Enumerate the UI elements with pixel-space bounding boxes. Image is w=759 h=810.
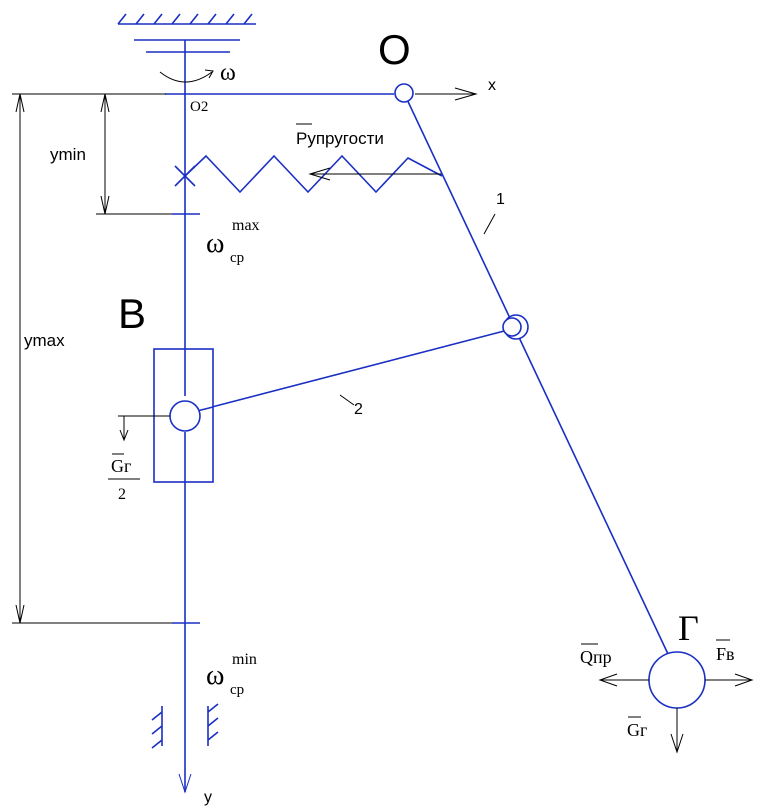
label-point-O: O bbox=[378, 26, 411, 73]
spring bbox=[174, 154, 443, 194]
label-omega-cp-min: ω bbox=[206, 660, 224, 691]
joint-link1-link2 bbox=[502, 314, 529, 340]
bottom-bearing bbox=[151, 703, 219, 749]
load-G bbox=[648, 651, 706, 709]
label-ymin: ymin bbox=[50, 145, 86, 164]
label-omega-cp-max: ω bbox=[206, 228, 224, 259]
joint-O bbox=[394, 83, 414, 103]
label-point-G: Г bbox=[678, 608, 699, 648]
label-link-2: 2 bbox=[354, 401, 363, 418]
label-slider-weight-den: 2 bbox=[118, 486, 126, 503]
label-slider-weight-num: Gг bbox=[111, 456, 131, 476]
joint-B bbox=[169, 400, 201, 432]
label-force-Q: Qпр bbox=[580, 647, 612, 667]
link-2 bbox=[184, 329, 509, 415]
label-y-axis: y bbox=[204, 789, 212, 806]
label-spring-force: Pупругости bbox=[296, 129, 384, 148]
label-omega-cp-max-sup: max bbox=[232, 217, 260, 234]
label-link-1: 1 bbox=[496, 191, 505, 208]
label-x-axis: x bbox=[488, 77, 496, 94]
label-omega-cp-min-sub: ср bbox=[230, 682, 244, 698]
label-omega-cp-max-sub: ср bbox=[230, 250, 244, 266]
label-omega-cp-min-sup: min bbox=[232, 651, 257, 668]
link-1 bbox=[403, 92, 669, 655]
label-omega: ω bbox=[220, 60, 236, 86]
top-ground-support bbox=[117, 13, 256, 53]
label-ymax: ymax bbox=[24, 331, 65, 350]
label-force-F: Fв bbox=[716, 644, 735, 664]
rotation-arrow bbox=[159, 71, 213, 83]
label-O2: O2 bbox=[190, 99, 208, 115]
label-point-B: B bbox=[118, 290, 146, 337]
label-force-G: Gг bbox=[627, 720, 647, 740]
